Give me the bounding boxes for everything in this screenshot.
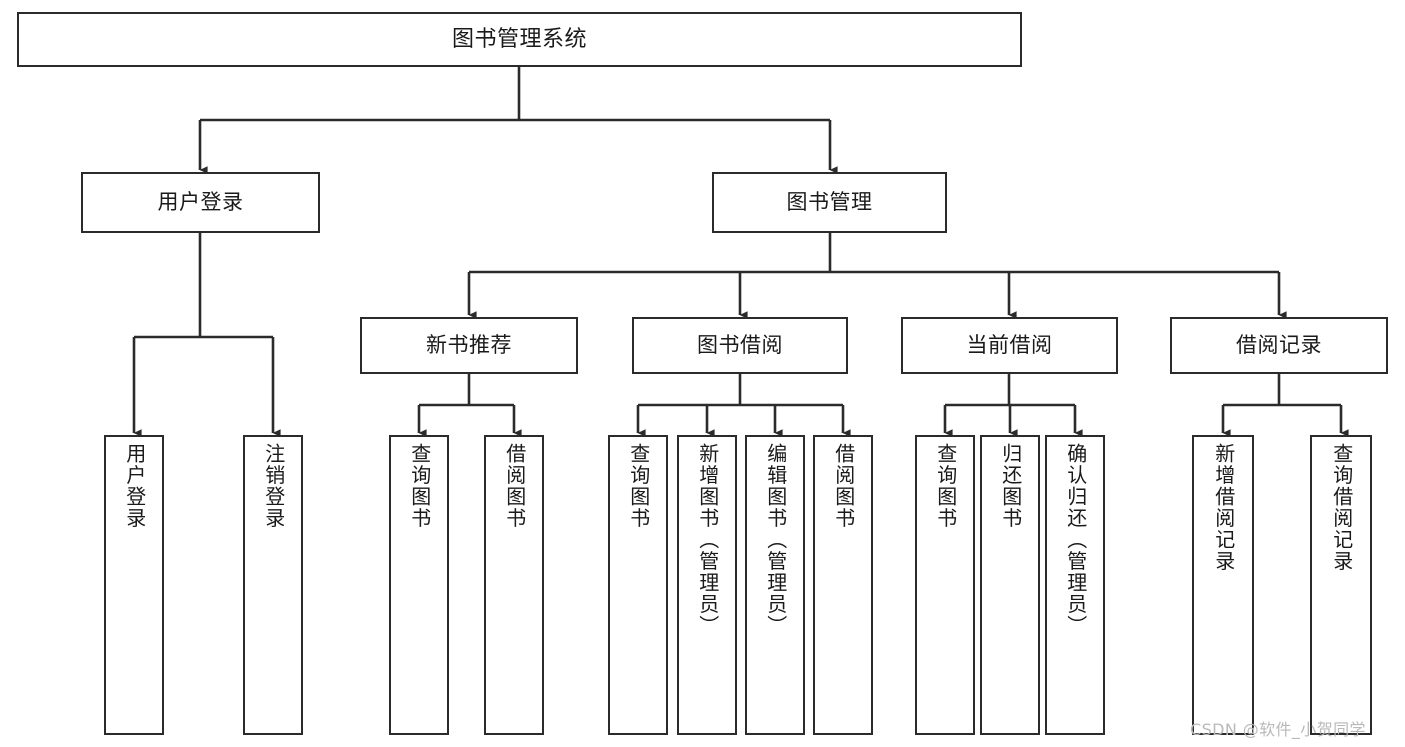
node-leaf-query-record-label: 查询借阅记录	[1329, 443, 1354, 572]
node-leaf-query-book-3[interactable]: 查询图书	[915, 435, 975, 735]
node-leaf-confirm-return[interactable]: 确认归还（管理员）	[1045, 435, 1105, 735]
node-new-book-recommend-label: 新书推荐	[426, 333, 512, 358]
node-leaf-query-book-2[interactable]: 查询图书	[608, 435, 668, 735]
node-leaf-logout-label: 注销登录	[261, 443, 286, 529]
node-book-borrow[interactable]: 图书借阅	[632, 317, 848, 374]
node-leaf-query-book-1[interactable]: 查询图书	[389, 435, 449, 735]
node-leaf-query-book-3-label: 查询图书	[933, 443, 958, 529]
node-leaf-borrow-book-1[interactable]: 借阅图书	[484, 435, 544, 735]
node-leaf-borrow-book-2[interactable]: 借阅图书	[813, 435, 873, 735]
node-book-management-label: 图书管理	[786, 190, 873, 215]
node-root-label: 图书管理系统	[451, 26, 587, 52]
node-leaf-borrow-book-2-label: 借阅图书	[831, 443, 856, 529]
node-leaf-user-login-label: 用户登录	[122, 443, 147, 529]
node-leaf-edit-book[interactable]: 编辑图书（管理员）	[745, 435, 805, 735]
csdn-watermark: CSDN @软件_小贺同学	[1190, 720, 1366, 739]
node-user-login-label: 用户登录	[157, 190, 244, 215]
node-leaf-confirm-return-label: 确认归还（管理员）	[1063, 443, 1088, 637]
node-leaf-return-book[interactable]: 归还图书	[980, 435, 1040, 735]
node-leaf-user-login[interactable]: 用户登录	[104, 435, 164, 735]
node-leaf-add-book-label: 新增图书（管理员）	[695, 443, 720, 637]
node-current-borrow-label: 当前借阅	[966, 333, 1053, 358]
node-leaf-edit-book-label: 编辑图书（管理员）	[763, 443, 788, 637]
node-new-book-recommend[interactable]: 新书推荐	[360, 317, 578, 374]
node-leaf-borrow-book-1-label: 借阅图书	[502, 443, 527, 529]
node-book-management[interactable]: 图书管理	[712, 172, 947, 233]
node-user-login[interactable]: 用户登录	[81, 172, 320, 233]
node-leaf-add-record-label: 新增借阅记录	[1211, 443, 1236, 572]
node-leaf-add-record[interactable]: 新增借阅记录	[1192, 435, 1254, 735]
node-root[interactable]: 图书管理系统	[17, 12, 1022, 67]
node-current-borrow[interactable]: 当前借阅	[901, 317, 1118, 374]
node-leaf-query-book-1-label: 查询图书	[407, 443, 432, 529]
node-leaf-add-book[interactable]: 新增图书（管理员）	[677, 435, 737, 735]
node-leaf-query-book-2-label: 查询图书	[626, 443, 651, 529]
node-leaf-query-record[interactable]: 查询借阅记录	[1310, 435, 1372, 735]
node-book-borrow-label: 图书借阅	[697, 333, 783, 358]
node-leaf-logout[interactable]: 注销登录	[243, 435, 303, 735]
node-borrow-record-label: 借阅记录	[1236, 333, 1322, 358]
node-borrow-record[interactable]: 借阅记录	[1170, 317, 1388, 374]
node-leaf-return-book-label: 归还图书	[998, 443, 1023, 529]
